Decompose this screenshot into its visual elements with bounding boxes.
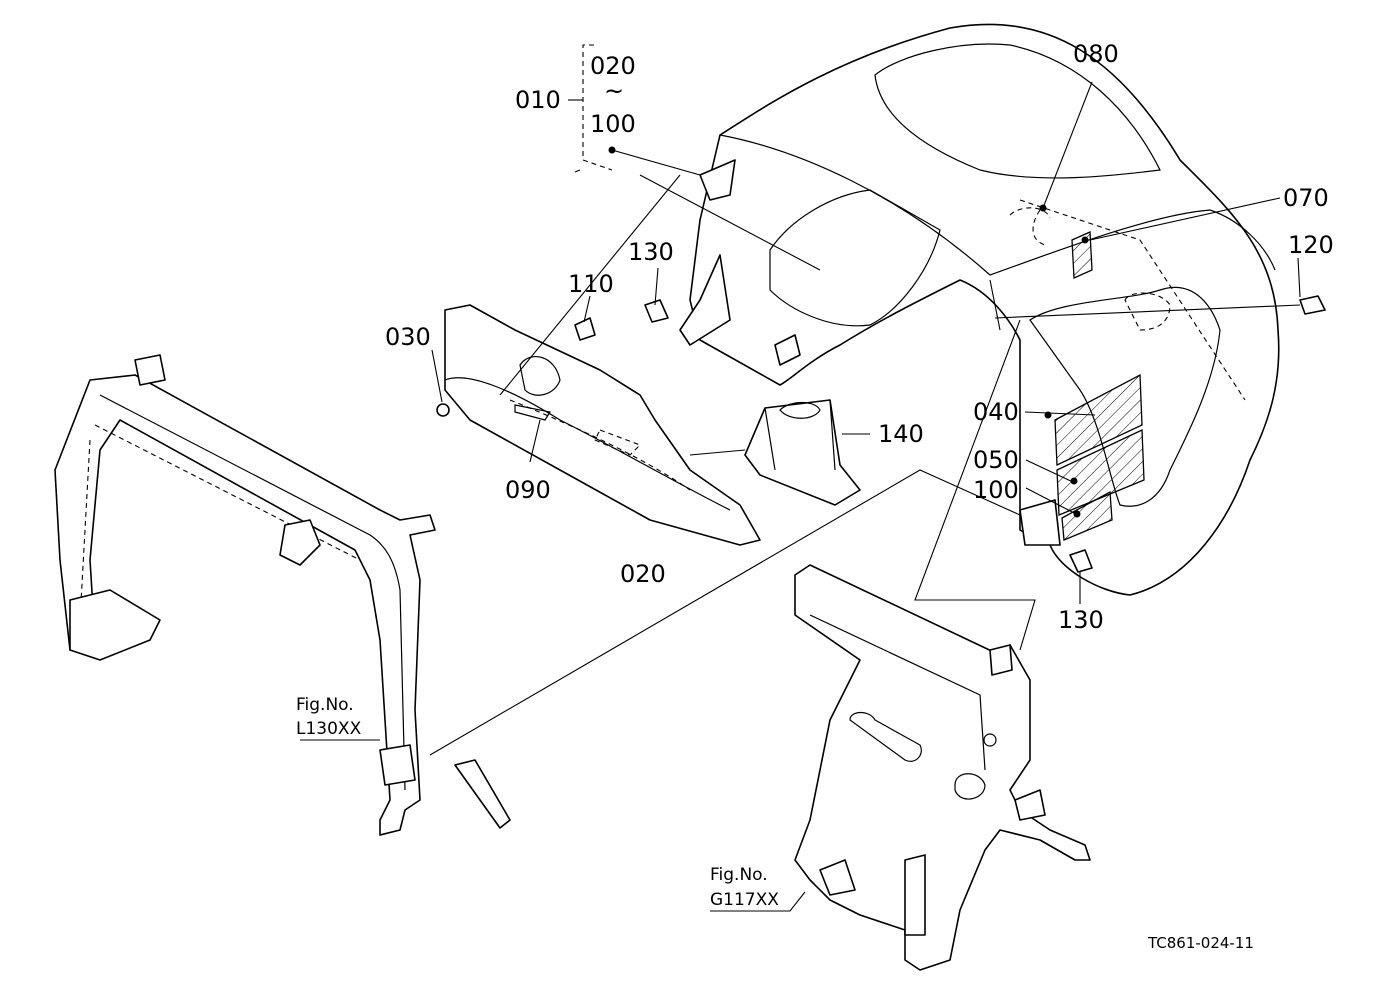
drawing-code: TC861-024-11 (1147, 934, 1254, 952)
left-frame (54, 354, 511, 836)
inner-panel (444, 304, 761, 546)
left-fig-label: Fig.No. (296, 695, 354, 715)
figure-references: Fig.No. L130XX Fig.No. G117XX (296, 695, 779, 910)
label-070: 070 (1283, 184, 1329, 212)
label-050: 050 (973, 446, 1019, 474)
label-100: 100 (973, 476, 1019, 504)
label-010: 010 (515, 86, 561, 114)
label-090: 090 (505, 476, 551, 504)
label-130-bottom: 130 (1058, 606, 1104, 634)
right-frame (794, 564, 1091, 971)
reference-dots (1039, 204, 1089, 518)
right-fig-label: Fig.No. (710, 865, 768, 885)
label-tilde: ~ (604, 77, 624, 105)
label-100-top: 100 (590, 110, 636, 138)
group-bracket (568, 44, 616, 171)
label-020: 020 (620, 560, 666, 588)
hardware (436, 295, 1326, 573)
part-labels: 010 020 ~ 100 080 070 120 130 110 030 14… (385, 40, 1334, 634)
decal-plates (1054, 231, 1145, 541)
label-040: 040 (973, 398, 1019, 426)
label-130-top: 130 (628, 238, 674, 266)
label-110: 110 (568, 270, 614, 298)
leader-lines (300, 81, 1301, 912)
label-140: 140 (878, 420, 924, 448)
label-020-top: 020 (590, 52, 636, 80)
label-120: 120 (1288, 231, 1334, 259)
right-fig-number: G117XX (710, 890, 779, 910)
left-fig-number: L130XX (296, 719, 362, 739)
label-080: 080 (1073, 40, 1119, 68)
label-030: 030 (385, 323, 431, 351)
bracket-140 (744, 399, 861, 506)
